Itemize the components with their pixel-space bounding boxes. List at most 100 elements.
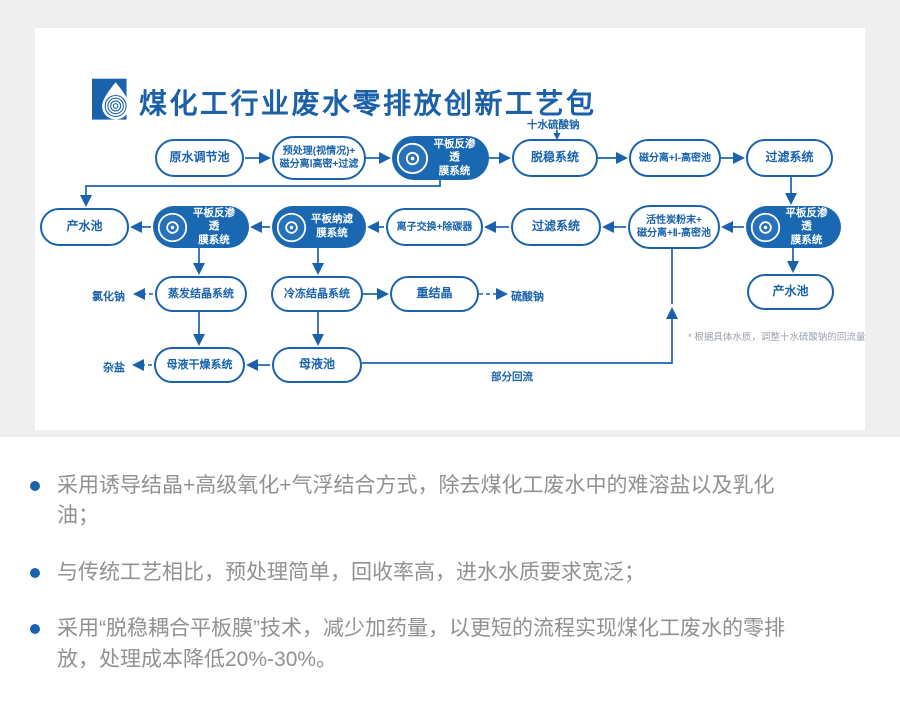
node-label: 产水池 <box>772 284 808 300</box>
page-title: 煤化工行业废水零排放创新工艺包 <box>139 88 597 119</box>
arrow-head <box>379 152 391 164</box>
node-label: 过滤系统 <box>765 150 813 166</box>
node-label: 重结晶 <box>416 286 452 302</box>
membrane-disc-icon <box>750 212 781 242</box>
arrow-head <box>499 152 511 164</box>
arrow-head <box>246 359 258 371</box>
flow-node-pretreatment: 预处理(视情况)+ 磁分离Ⅰ高密+过滤 <box>272 136 366 180</box>
mixed-salt-label: 杂盐 <box>103 362 125 374</box>
node-label-line: 活性炭粉末+ <box>646 215 702 226</box>
flow-connector <box>362 319 673 364</box>
flow-node-flat-nanofiltration-membrane: 平板纳滤膜系统 <box>272 206 366 248</box>
node-label-line: 离子交换+除碳器 <box>396 221 473 233</box>
membrane-disc-icon <box>396 142 429 174</box>
bullet-text: 采用“脱稳耦合平板膜”技术，减少加药量，以更短的流程实现煤化工废水的零排放，处理… <box>57 617 785 671</box>
node-label: 母液池 <box>299 357 335 373</box>
arrow-head <box>259 152 271 164</box>
flow-node-magnetic-separation-1: 磁分离+Ⅰ-高密池 <box>629 139 721 177</box>
flow-arrows-layer <box>80 130 799 371</box>
node-label: 预处理(视情况)+ 磁分离Ⅰ高密+过滤 <box>280 145 359 171</box>
flow-node-recrystallization: 重结晶 <box>390 276 479 312</box>
node-label-line: 平板反渗透 <box>433 137 476 164</box>
arrow-head <box>785 193 797 205</box>
flow-node-flat-ro-membrane-2: 平板反渗透膜系统 <box>153 206 249 248</box>
node-label-line: 膜系统 <box>316 227 348 239</box>
arrow-head <box>312 263 324 275</box>
flow-node-ion-exchange-decarbonizer: 离子交换+除碳器 <box>386 208 483 246</box>
node-label: 母液干燥系统 <box>167 358 233 372</box>
node-label-line: 原水调节池 <box>169 150 230 165</box>
flow-node-activated-carbon-magnetic-separation-2: 活性炭粉末+ 磁分离+Ⅱ-高密池 <box>628 205 720 249</box>
arrow-head <box>602 221 614 233</box>
arrow-head <box>721 221 733 233</box>
sodium-sulfate-decahydrate-label: 十水硫酸钠 <box>527 119 580 131</box>
node-label-line: 脱稳系统 <box>530 150 579 165</box>
flow-node-filtration-system-1: 过滤系统 <box>746 139 833 177</box>
node-label-line: 重结晶 <box>416 286 453 301</box>
node-label-line: 产水池 <box>772 284 809 299</box>
flow-diagram: 原水调节池预处理(视情况)+磁分离Ⅰ高密+过滤 平板反渗透膜系统脱稳系统磁分离+… <box>40 119 865 383</box>
node-label-line: 膜系统 <box>198 233 230 246</box>
node-label-line: 母液干燥系统 <box>166 358 233 371</box>
node-label-line: 预处理(视情况)+ <box>282 146 356 157</box>
flow-node-freeze-crystallization: 冷冻结晶系统 <box>271 276 363 312</box>
membrane-disc-icon <box>157 212 188 242</box>
node-label: 平板反渗透膜系统 <box>781 207 841 248</box>
flow-node-mother-liquor-tank: 母液池 <box>272 347 362 383</box>
node-label-line: 产水池 <box>66 219 103 234</box>
bullet-text: 采用诱导结晶+高级氧化+气浮结合方式，除去煤化工废水中的难溶盐以及乳化油； <box>57 474 775 528</box>
flow-node-flat-ro-membrane-3: 平板反渗透膜系统 <box>746 206 841 248</box>
node-label-line: 平板反渗透 <box>785 206 828 233</box>
arrow-head <box>616 152 628 164</box>
bullet-item: 采用“脱稳耦合平板膜”技术，减少加药量，以更短的流程实现煤化工废水的零排放，处理… <box>30 614 870 675</box>
node-label: 离子交换+除碳器 <box>397 221 473 234</box>
node-label: 产水池 <box>66 219 102 235</box>
partial-reflux-label: 部分回流 <box>491 371 533 383</box>
arrow-head <box>787 261 799 273</box>
arrow-head <box>133 288 145 300</box>
arrow-head <box>377 288 389 300</box>
node-label-line: 冷冻结晶系统 <box>284 287 350 300</box>
arrow-head <box>367 221 379 233</box>
bullet-item: 采用诱导结晶+高级氧化+气浮结合方式，除去煤化工废水中的难溶盐以及乳化油； <box>30 471 870 532</box>
arrow-head <box>80 195 92 207</box>
node-label: 过滤系统 <box>532 219 580 235</box>
node-label: 磁分离+Ⅰ-高密池 <box>639 152 711 165</box>
node-label: 冷冻结晶系统 <box>284 287 350 301</box>
flow-node-raw-water-tank: 原水调节池 <box>155 139 244 177</box>
node-label-line: 过滤系统 <box>531 219 580 234</box>
node-label-line: 膜系统 <box>438 164 471 177</box>
node-label-line: 磁分离+Ⅱ-高密池 <box>636 228 712 239</box>
node-label-line: 母液池 <box>298 357 335 372</box>
node-label-line: 平板纳滤 <box>311 213 353 226</box>
flow-node-evaporation-crystallization: 蒸发结晶系统 <box>155 276 247 312</box>
arrow-head <box>733 152 745 164</box>
flow-connector <box>85 180 441 195</box>
arrow-head <box>193 334 205 346</box>
node-label-line: 磁分离+Ⅰ-高密池 <box>638 152 712 164</box>
node-label: 平板反渗透膜系统 <box>429 138 489 179</box>
node-label-line: 过滤系统 <box>765 150 814 165</box>
flow-node-flat-ro-membrane-1: 平板反渗透膜系统 <box>392 136 489 180</box>
node-label: 脱稳系统 <box>531 150 579 166</box>
node-label: 原水调节池 <box>169 150 229 166</box>
arrow-head <box>250 221 262 233</box>
node-label: 平板反渗透膜系统 <box>188 207 249 248</box>
node-label-line: 磁分离Ⅰ高密+过滤 <box>279 159 359 170</box>
node-label-line: 平板反渗透 <box>193 206 235 233</box>
node-label: 蒸发结晶系统 <box>168 287 234 301</box>
bullet-dot-icon <box>30 624 40 635</box>
bullet-dot-icon <box>30 481 40 491</box>
bullet-dot-icon <box>30 567 40 578</box>
water-drop-logo-icon <box>92 78 130 120</box>
flow-node-mother-liquor-drying: 母液干燥系统 <box>154 347 245 383</box>
arrow-head <box>496 288 508 300</box>
arrow-head <box>484 221 496 233</box>
summary-bullets: 采用诱导结晶+高级氧化+气浮结合方式，除去煤化工废水中的难溶盐以及乳化油； 与传统… <box>30 471 870 701</box>
bullet-text: 与传统工艺相比，预处理简单，回收率高，进水水质要求宽泛； <box>57 560 645 584</box>
arrow-head <box>666 307 678 319</box>
node-label-line: 膜系统 <box>790 233 823 246</box>
sodium-sulfate-label: 硫酸钠 <box>511 291 544 303</box>
flow-node-filtration-system-2: 过滤系统 <box>511 208 601 246</box>
bullet-item: 与传统工艺相比，预处理简单，回收率高，进水水质要求宽泛； <box>30 558 870 588</box>
